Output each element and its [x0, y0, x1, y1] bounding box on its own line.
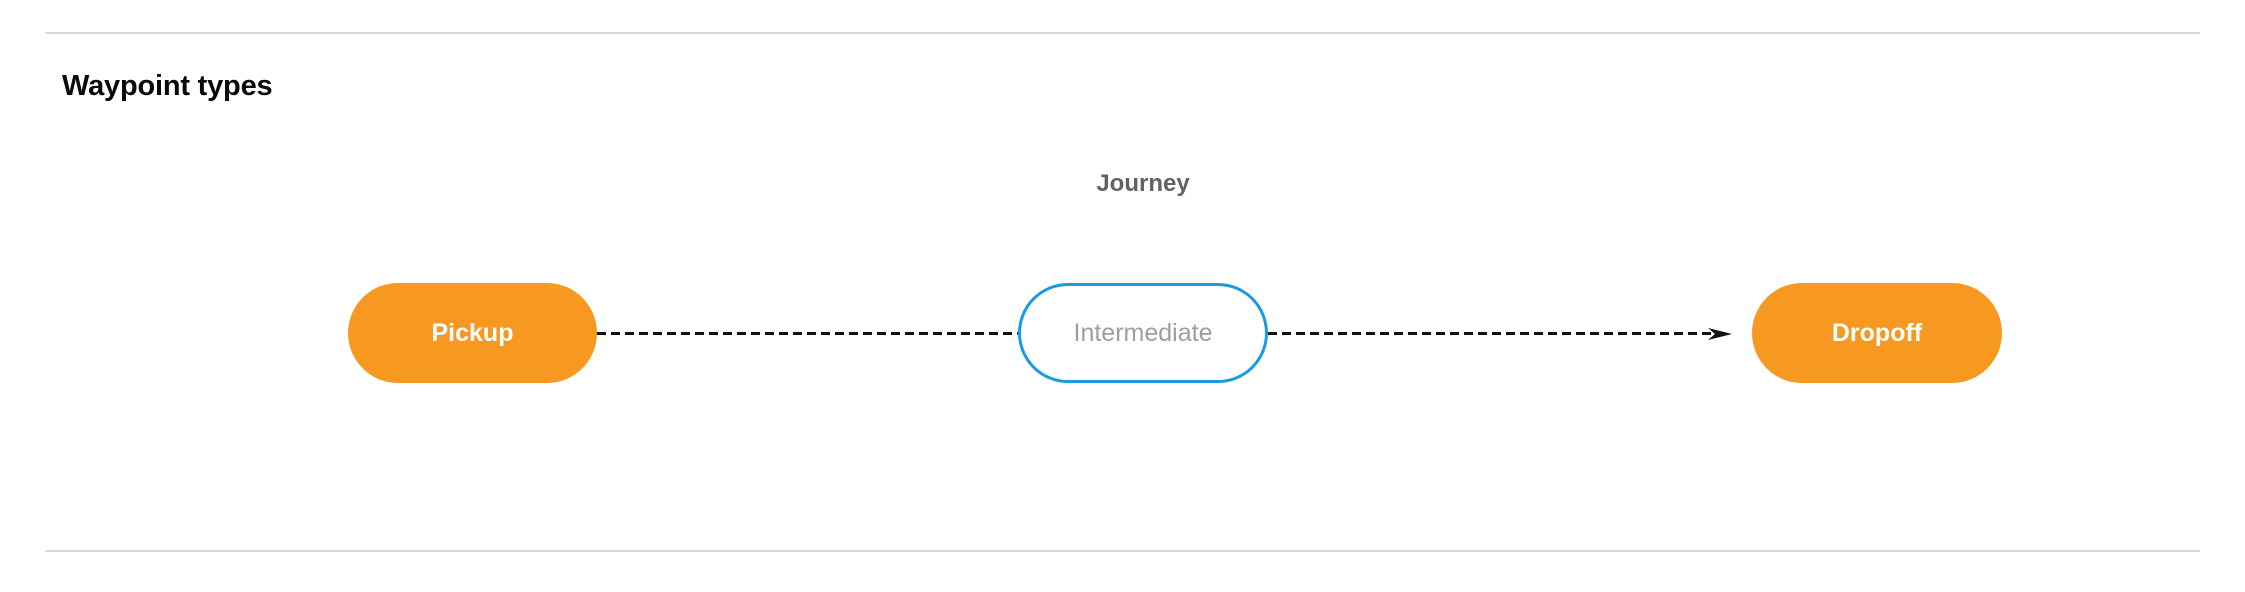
dashed-line: [597, 332, 1018, 335]
node-pickup[interactable]: Pickup: [348, 283, 597, 383]
section-divider-top: [45, 32, 2200, 34]
edge-intermediate-to-dropoff: [1268, 327, 1732, 340]
node-dropoff[interactable]: Dropoff: [1752, 283, 2002, 383]
node-intermediate[interactable]: Intermediate: [1018, 283, 1268, 383]
edge-pickup-to-intermediate: [597, 332, 1018, 335]
dashed-line: [1268, 332, 1730, 335]
section-divider-bottom: [45, 550, 2200, 552]
arrowhead-icon: [1708, 327, 1732, 340]
page-title: Waypoint types: [62, 70, 273, 102]
journey-group-label: Journey: [1096, 170, 1190, 197]
